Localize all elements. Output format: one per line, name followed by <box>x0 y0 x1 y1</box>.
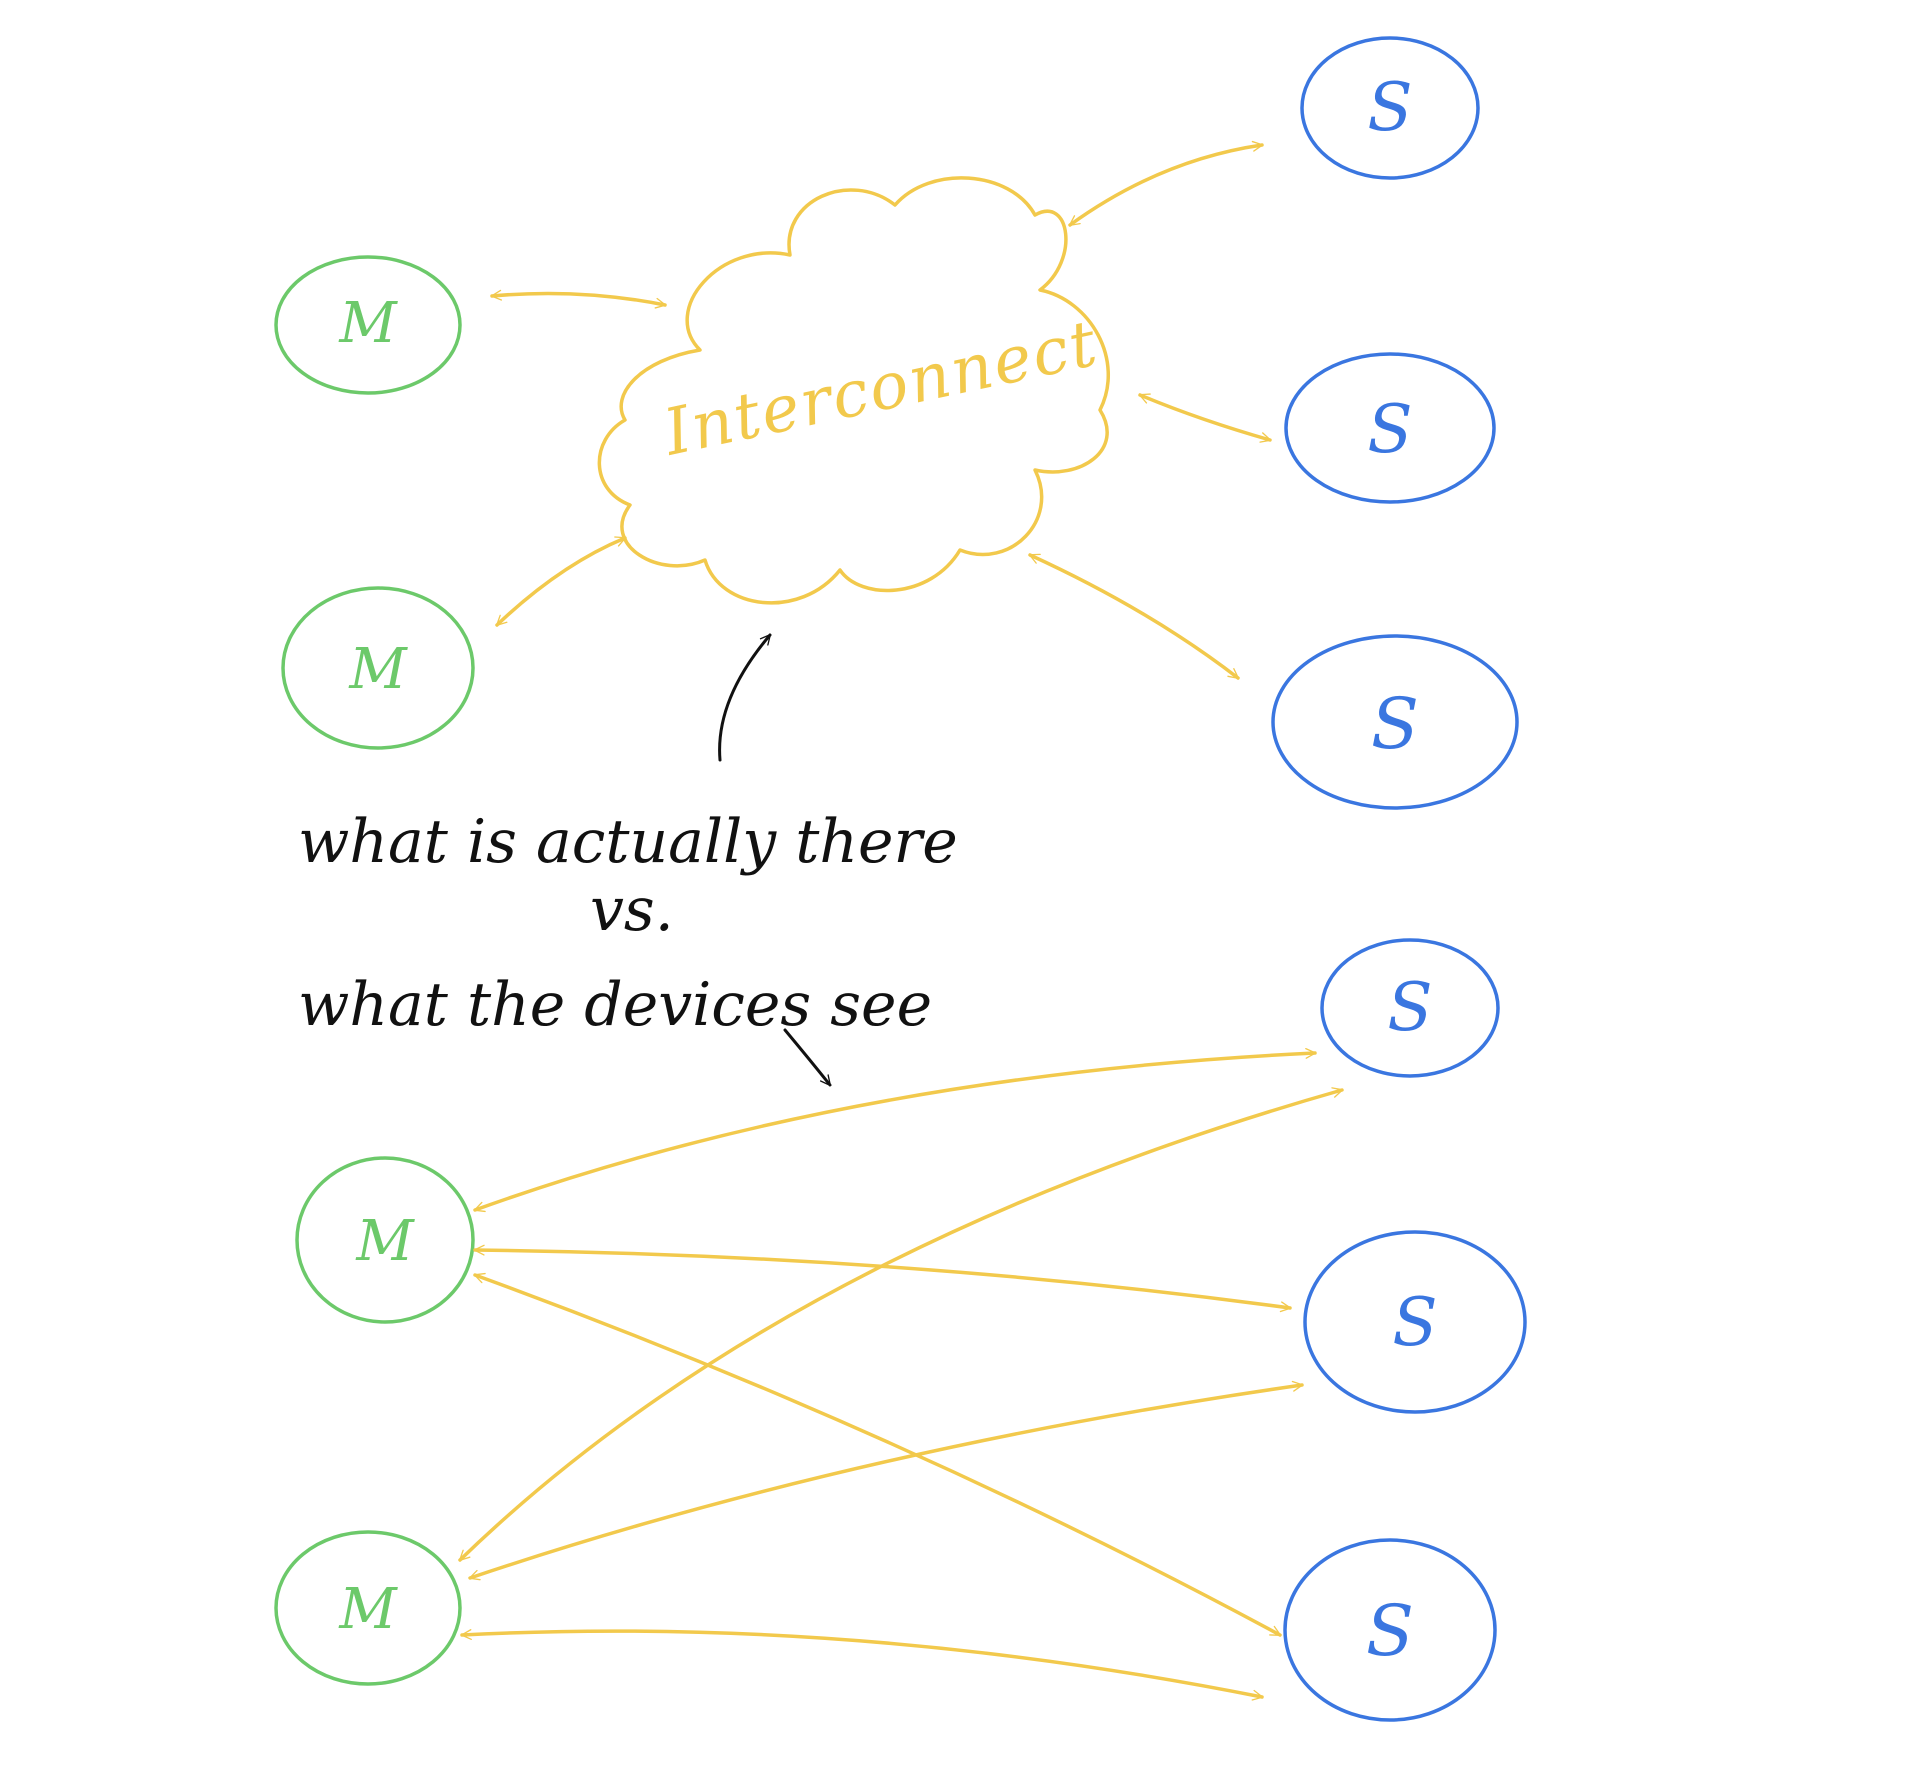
arrow-to-cloud <box>718 633 772 762</box>
link-m1-s1 <box>473 1047 1317 1213</box>
slave-circle <box>1283 1538 1497 1722</box>
link-cloud-slave1 <box>1068 140 1264 227</box>
slave-circle <box>1271 634 1519 810</box>
interconnect-cloud: Interconnect <box>597 176 1110 605</box>
link-m2-s2 <box>468 1380 1304 1581</box>
slave-letter: S <box>1387 969 1432 1046</box>
link-master1-cloud <box>490 289 667 309</box>
cloud-label: Interconnect <box>657 307 1105 471</box>
link-m1-s2 <box>473 1244 1292 1313</box>
master-letter: M <box>348 637 408 702</box>
slave-node-top-3: S <box>1271 634 1519 810</box>
slave-circle <box>1320 938 1500 1078</box>
slave-circle <box>1300 36 1480 180</box>
master-letter: M <box>355 1209 415 1274</box>
slave-circle <box>1284 352 1496 504</box>
master-node-top-1: M <box>274 255 462 395</box>
annotation-line-1: what is actually there <box>298 807 958 877</box>
link-m2-s1 <box>458 1087 1344 1562</box>
slave-letter: S <box>1371 683 1419 765</box>
logical-links <box>458 1047 1344 1701</box>
annotation-line-3: what the devices see <box>298 970 932 1040</box>
link-cloud-slave3 <box>1028 553 1240 680</box>
slave-letter: S <box>1366 1590 1414 1672</box>
annotation-line-2: vs. <box>590 875 674 945</box>
physical-links <box>490 140 1272 680</box>
link-m1-s3 <box>473 1272 1282 1637</box>
slave-node-top-1: S <box>1300 36 1480 180</box>
master-node-top-2: M <box>281 586 475 750</box>
master-circle <box>274 1530 462 1686</box>
link-cloud-slave2 <box>1138 393 1272 443</box>
slave-node-top-2: S <box>1284 352 1496 504</box>
slave-node-bottom-2: S <box>1303 1230 1527 1414</box>
link-m2-s3 <box>460 1629 1264 1701</box>
cloud-outline <box>597 176 1110 605</box>
slave-letter: S <box>1392 1284 1437 1361</box>
master-node-bottom-1: M <box>295 1156 475 1324</box>
master-letter: M <box>338 291 398 356</box>
annotation: what is actually there vs. what the devi… <box>298 633 958 1087</box>
link-master2-cloud <box>495 536 627 627</box>
master-circle <box>281 586 475 750</box>
master-circle <box>274 255 462 395</box>
slave-node-bottom-1: S <box>1320 938 1500 1078</box>
slave-letter: S <box>1367 391 1412 468</box>
slave-node-bottom-3: S <box>1283 1538 1497 1722</box>
master-letter: M <box>338 1577 398 1642</box>
slave-letter: S <box>1367 69 1412 146</box>
master-node-bottom-2: M <box>274 1530 462 1686</box>
